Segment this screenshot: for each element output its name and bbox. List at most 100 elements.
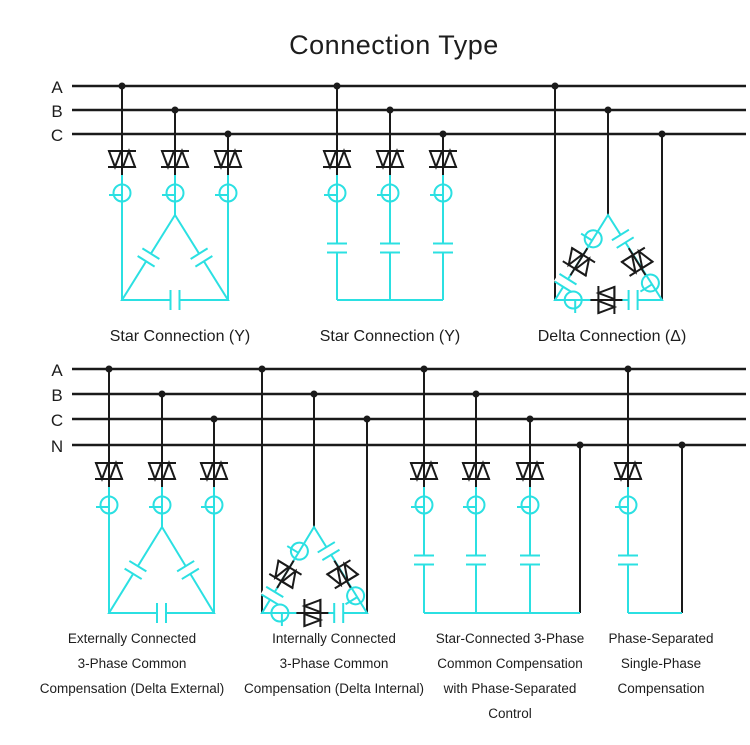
- inductor-icon: [282, 536, 313, 564]
- circuit-caption-line: Internally Connected: [272, 631, 396, 646]
- bus-label-c: C: [51, 126, 63, 145]
- junction-dot: [118, 82, 126, 90]
- junction-dot: [526, 415, 534, 423]
- thyristor-icon: [428, 142, 458, 176]
- circuit-delta-internal: Internally Connected 3-Phase Common Comp…: [244, 365, 424, 696]
- circuit-caption-line: Phase-Separated: [608, 631, 713, 646]
- junction-dot: [386, 106, 394, 114]
- thyristor-icon: [515, 454, 545, 488]
- thyristor-icon: [375, 142, 405, 176]
- capacitor-icon: [518, 554, 542, 566]
- inductor-icon: [462, 495, 486, 515]
- circuit-caption: Star Connection (Y): [110, 328, 251, 345]
- capacitor-icon: [315, 540, 342, 562]
- circuit-star-phase-separated: Star-Connected 3-Phase Common Compensati…: [409, 365, 585, 721]
- capacitor-icon: [135, 246, 162, 269]
- junction-dot: [420, 365, 428, 373]
- capacitor-icon: [378, 242, 402, 254]
- bottom-section: A B C N Externally Connected 3-Phas: [40, 361, 746, 721]
- capacitor-icon: [156, 601, 167, 625]
- inductor-icon: [148, 495, 172, 515]
- circuit-delta-connection: Delta Connection (Δ): [538, 82, 686, 345]
- junction-dot: [439, 130, 447, 138]
- capacitor-icon: [259, 585, 286, 607]
- page-title: Connection Type: [289, 30, 499, 60]
- circuit-caption-line: Compensation: [617, 681, 704, 696]
- thyristor-icon: [147, 454, 177, 488]
- circuit-star-connection-2: Star Connection (Y): [320, 82, 461, 345]
- thyristor-icon: [322, 142, 352, 176]
- inductor-icon: [410, 495, 434, 515]
- inductor-icon: [614, 495, 638, 515]
- capacitor-icon: [431, 242, 455, 254]
- inductor-icon: [161, 183, 185, 203]
- bus-label-b: B: [51, 102, 62, 121]
- junction-dot: [551, 82, 559, 90]
- bus-label-b: B: [51, 386, 62, 405]
- capacitor-icon: [627, 288, 639, 312]
- junction-dot: [363, 415, 371, 423]
- thyristor-icon: [199, 454, 229, 488]
- thyristor-icon: [615, 239, 659, 284]
- inductor-icon: [429, 183, 453, 203]
- junction-dot: [604, 106, 612, 114]
- circuit-caption-line: Single-Phase: [621, 656, 701, 671]
- inductor-icon: [108, 183, 132, 203]
- capacitor-icon: [169, 288, 181, 312]
- thyristor-icon: [321, 552, 364, 597]
- inductor-icon: [516, 495, 540, 515]
- inductor-icon: [323, 183, 347, 203]
- circuit-caption-line: Control: [488, 706, 532, 721]
- inductor-icon: [270, 603, 290, 627]
- bus-label-c: C: [51, 411, 63, 430]
- thyristor-icon: [295, 598, 330, 628]
- capacitor-icon: [188, 246, 215, 269]
- inductor-icon: [200, 495, 224, 515]
- capacitor-icon: [464, 554, 488, 566]
- thyristor-icon: [461, 454, 491, 488]
- capacitor-icon: [616, 554, 640, 566]
- bus-label-n: N: [51, 437, 63, 456]
- junction-dot: [171, 106, 179, 114]
- thyristor-icon: [213, 142, 243, 176]
- thyristor-icon: [613, 454, 643, 488]
- thyristor-icon: [409, 454, 439, 488]
- junction-dot: [258, 365, 266, 373]
- capacitor-icon: [122, 559, 149, 581]
- junction-dot: [658, 130, 666, 138]
- junction-dot: [310, 390, 318, 398]
- capacitor-icon: [552, 272, 579, 294]
- thyristor-icon: [94, 454, 124, 488]
- junction-dot: [576, 441, 584, 449]
- capacitor-icon: [325, 242, 349, 254]
- capacitor-icon: [412, 554, 436, 566]
- circuit-caption: Star Connection (Y): [320, 328, 461, 345]
- inductor-icon: [563, 290, 583, 314]
- bus-label-a: A: [51, 361, 63, 380]
- circuit-caption-line: Common Compensation: [437, 656, 583, 671]
- bus-label-a: A: [51, 78, 63, 97]
- circuit-caption-line: Externally Connected: [68, 631, 196, 646]
- inductor-icon: [214, 183, 238, 203]
- circuit-caption-line: 3-Phase Common: [78, 656, 187, 671]
- circuit-caption-line: Compensation (Delta Internal): [244, 681, 424, 696]
- circuit-caption-line: Star-Connected 3-Phase: [436, 631, 585, 646]
- circuit-delta-external: Externally Connected 3-Phase Common Comp…: [40, 365, 229, 696]
- junction-dot: [158, 390, 166, 398]
- junction-dot: [472, 390, 480, 398]
- junction-dot: [678, 441, 686, 449]
- capacitor-icon: [175, 559, 201, 581]
- circuit-caption-line: 3-Phase Common: [280, 656, 389, 671]
- inductor-icon: [95, 495, 119, 515]
- top-section: A B C Star Connection (Y): [51, 78, 746, 345]
- inductor-icon: [376, 183, 400, 203]
- inductor-icon: [576, 223, 606, 252]
- circuit-caption-line: Compensation (Delta External): [40, 681, 225, 696]
- junction-dot: [210, 415, 218, 423]
- junction-dot: [333, 82, 341, 90]
- capacitor-icon: [610, 228, 636, 250]
- circuit-single-phase: Phase-Separated Single-Phase Compensatio…: [608, 365, 714, 696]
- junction-dot: [105, 365, 113, 373]
